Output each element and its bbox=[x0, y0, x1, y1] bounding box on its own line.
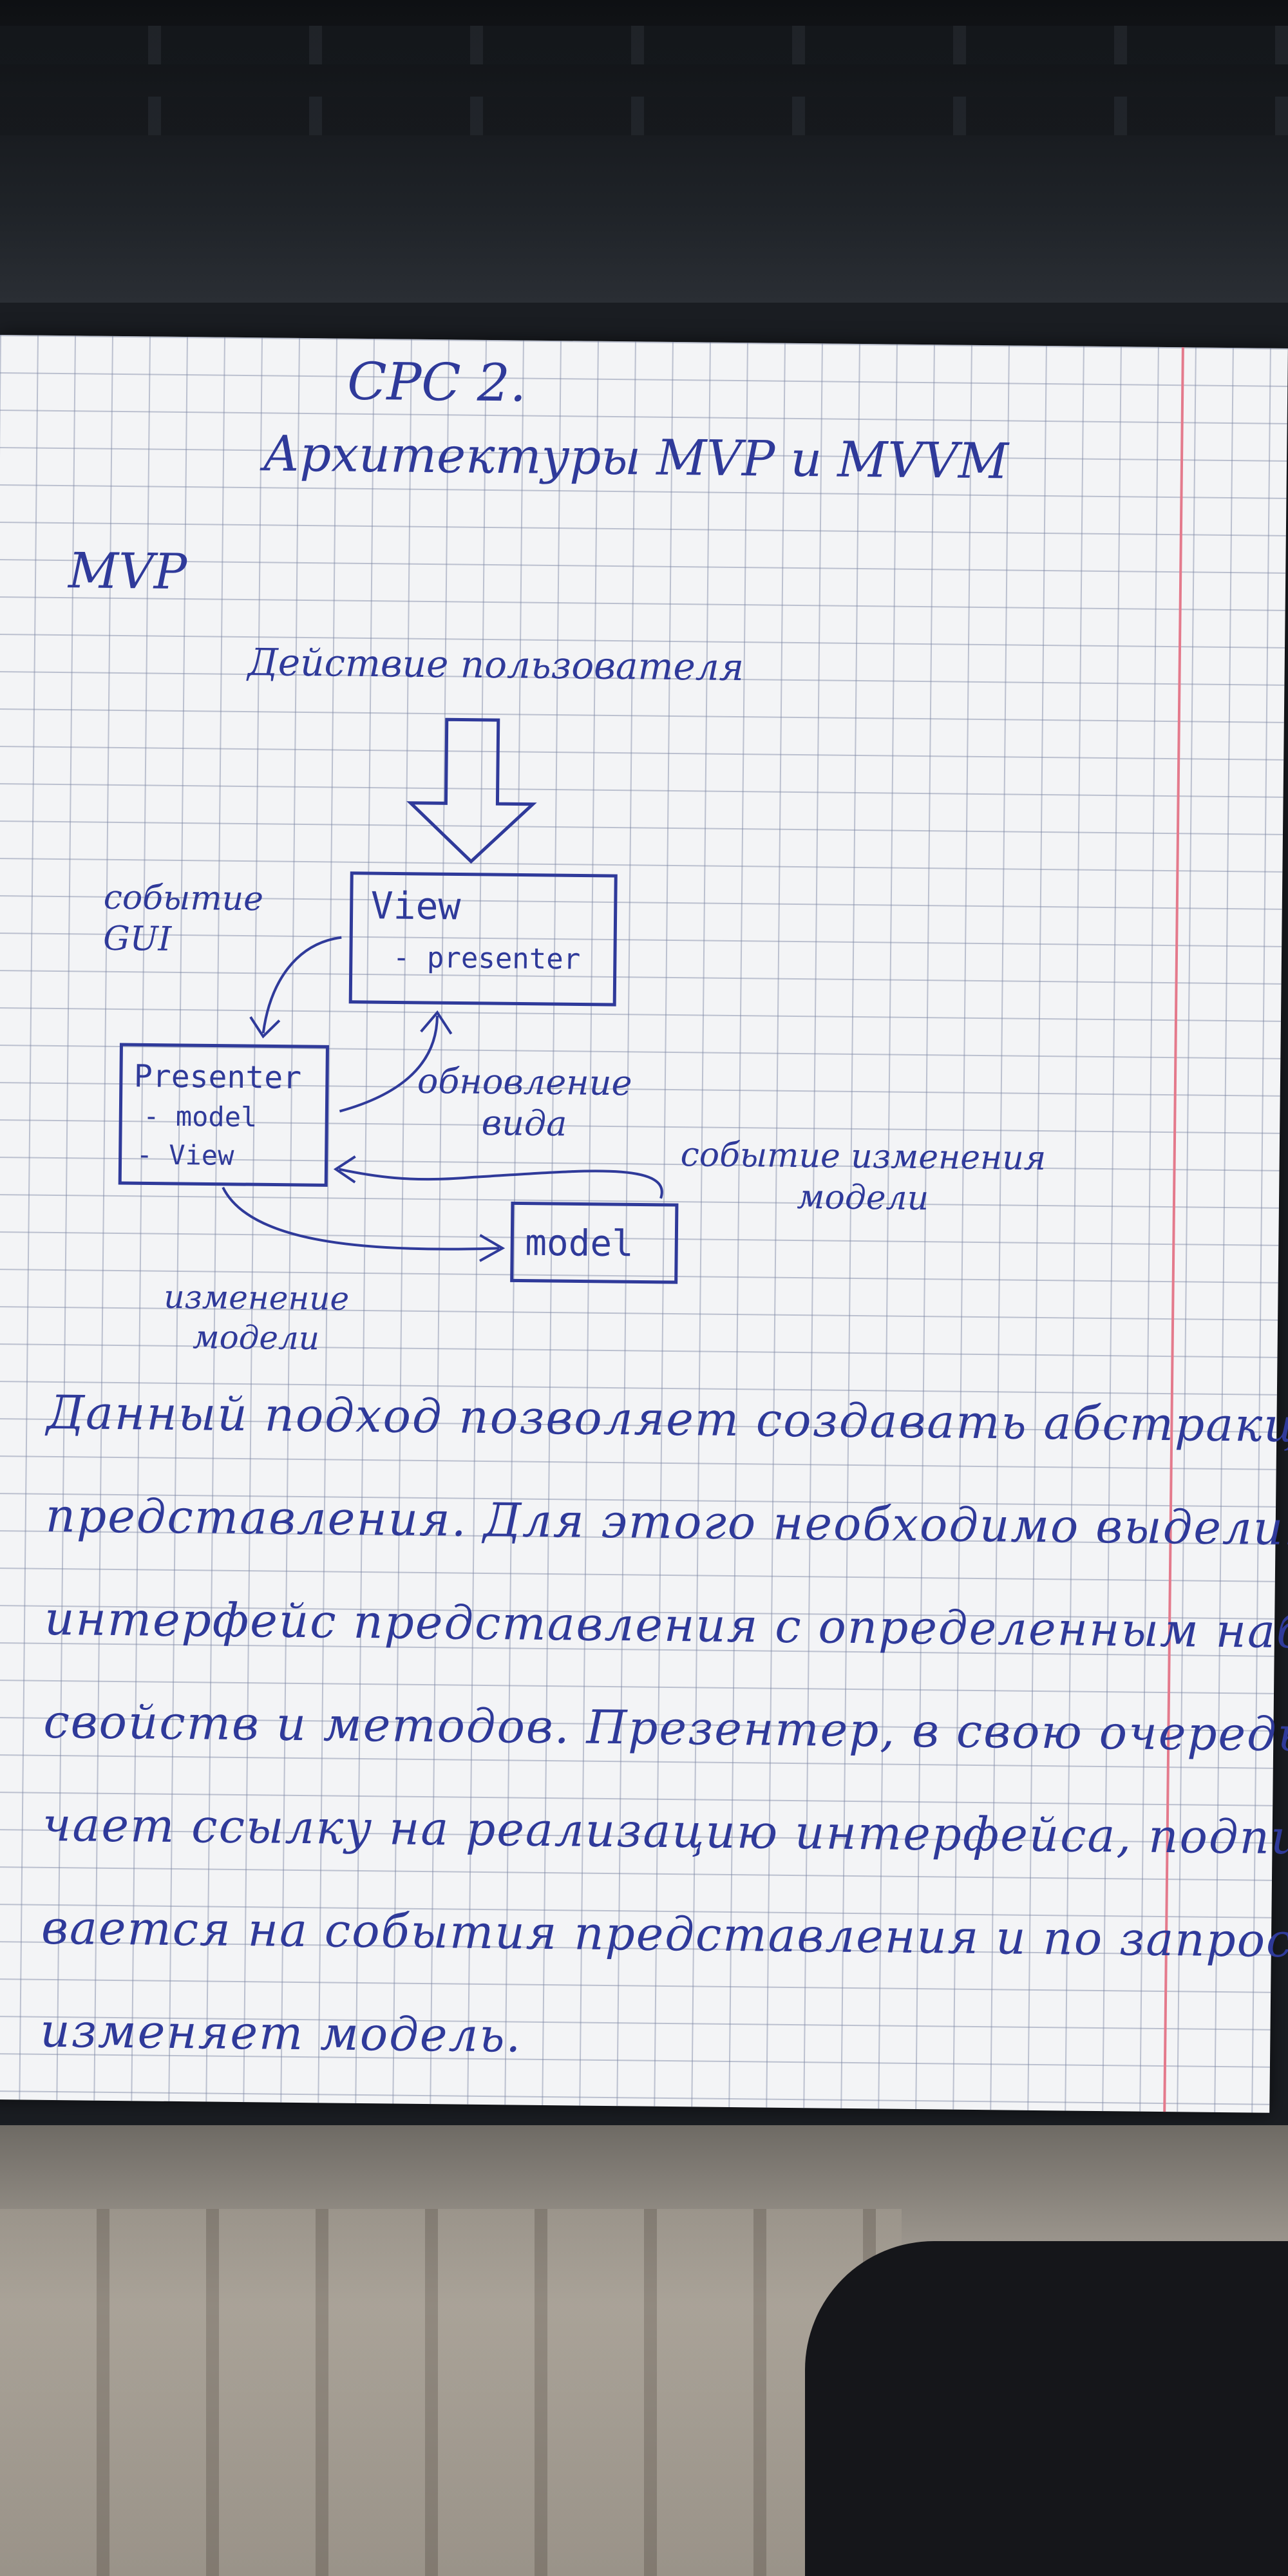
paragraph-line: вается на события представления и по зап… bbox=[41, 1900, 1288, 1968]
view-update-line-2: вида bbox=[481, 1102, 567, 1144]
model-change-event-label: событие изменения модели bbox=[680, 1134, 1046, 1220]
keyboard-keys-row bbox=[0, 26, 1288, 64]
model-change-line-2: модели bbox=[192, 1318, 320, 1358]
presenter-box-model: - model bbox=[143, 1100, 258, 1133]
gui-event-line-1: событие bbox=[103, 878, 264, 919]
gui-event-arrowhead bbox=[249, 1016, 281, 1039]
model-change-arrow bbox=[222, 1186, 500, 1251]
model-box bbox=[510, 1201, 679, 1284]
view-update-arrow bbox=[339, 1016, 439, 1113]
paragraph-line: свойств и методов. Презентер, в свою оче… bbox=[43, 1694, 1288, 1763]
paragraph-line: представления. Для этого необходимо выде… bbox=[45, 1488, 1288, 1557]
model-change-line-1: изменение bbox=[164, 1278, 350, 1318]
model-change-arrowhead bbox=[479, 1234, 506, 1262]
model-change-event-arrow bbox=[339, 1168, 663, 1199]
model-change-event-arrowhead bbox=[333, 1155, 356, 1184]
user-action-arrow bbox=[406, 717, 537, 864]
view-update-label: обновление вида bbox=[417, 1061, 632, 1145]
presenter-box-title: Presenter bbox=[134, 1058, 302, 1096]
keyboard-background bbox=[0, 0, 1288, 303]
model-change-event-line-2: модели bbox=[797, 1178, 929, 1218]
dark-object bbox=[805, 2241, 1288, 2576]
gui-event-label: событие GUI bbox=[103, 877, 297, 961]
paragraph-line: изменяет модель. bbox=[39, 2003, 522, 2063]
gui-event-arrow bbox=[261, 936, 342, 1034]
paragraph-line: интерфейс представления с определенным н… bbox=[44, 1591, 1288, 1660]
paragraph-line: Данный подход позволяет создавать абстра… bbox=[46, 1385, 1288, 1454]
model-box-label: model bbox=[525, 1222, 634, 1265]
floor-background bbox=[0, 2125, 1288, 2576]
view-update-line-1: обновление bbox=[417, 1060, 632, 1104]
view-update-arrowhead bbox=[420, 1010, 453, 1035]
mvp-diagram: View - presenter Presenter - model - Vie… bbox=[118, 717, 679, 1284]
paragraph-line: чает ссылку на реализацию интерфейса, по… bbox=[42, 1797, 1288, 1866]
model-change-event-line-1: событие изменения bbox=[680, 1135, 1046, 1179]
notebook-page: СРС 2. Архитектуры MVP и MVVM MVP Действ… bbox=[0, 335, 1288, 2113]
gui-event-line-2: GUI bbox=[102, 919, 172, 959]
view-box bbox=[348, 871, 618, 1007]
tablecloth-pattern bbox=[0, 2209, 902, 2576]
view-box-title: View bbox=[370, 884, 460, 928]
model-change-label: изменение модели bbox=[163, 1277, 349, 1359]
view-box-presenter: - presenter bbox=[393, 941, 581, 976]
presenter-box bbox=[118, 1043, 329, 1187]
presenter-box-view: - View bbox=[136, 1139, 234, 1171]
keyboard-keys-row bbox=[0, 97, 1288, 135]
